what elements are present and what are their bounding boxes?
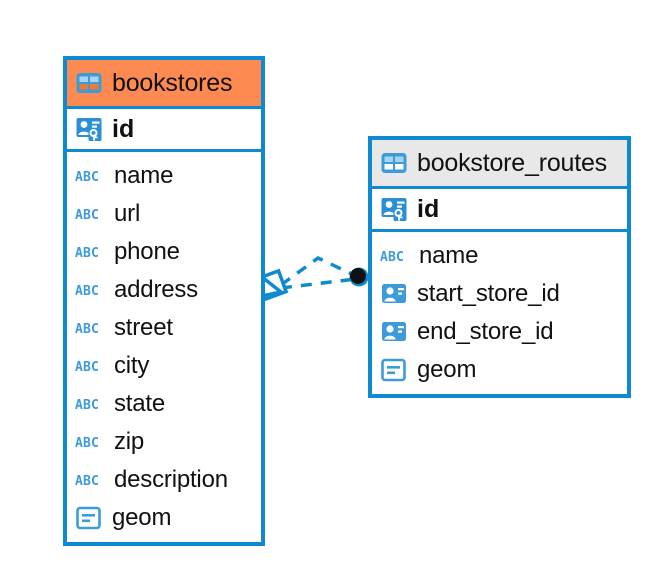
- field-row-city[interactable]: ABC city: [67, 347, 261, 385]
- field-row-geom[interactable]: geom: [67, 499, 261, 537]
- field-row-address[interactable]: ABC address: [67, 271, 261, 309]
- primary-key-label-bookstores: id: [112, 114, 135, 143]
- field-label: name: [419, 242, 479, 269]
- svg-text:ABC: ABC: [75, 284, 99, 299]
- field-row-street[interactable]: ABC street: [67, 309, 261, 347]
- svg-text:ABC: ABC: [75, 436, 99, 451]
- foreign-key-icon: [382, 284, 406, 303]
- primary-key-row-bookstores[interactable]: id: [67, 106, 261, 152]
- field-label: address: [114, 276, 198, 303]
- field-label: geom: [417, 356, 477, 383]
- field-label: state: [114, 390, 166, 417]
- entity-table-bookstores[interactable]: bookstores id ABC name: [63, 56, 265, 546]
- entity-header-bookstores[interactable]: bookstores: [67, 60, 261, 106]
- geometry-field-icon: [76, 506, 101, 530]
- table-icon: [381, 153, 407, 173]
- field-row-name[interactable]: ABC name: [372, 237, 627, 275]
- field-label: zip: [114, 428, 145, 455]
- entity-table-bookstore-routes[interactable]: bookstore_routes id ABC name: [368, 136, 631, 398]
- field-row-end-store-id[interactable]: end_store_id: [372, 313, 627, 351]
- text-field-icon: ABC: [75, 284, 99, 299]
- field-label: url: [114, 200, 141, 227]
- field-label: end_store_id: [417, 318, 554, 345]
- svg-text:ABC: ABC: [75, 398, 99, 413]
- text-field-icon: ABC: [75, 170, 99, 185]
- foreign-key-icon: [382, 322, 406, 341]
- field-row-geom[interactable]: geom: [372, 351, 627, 389]
- text-field-icon: ABC: [75, 246, 99, 261]
- text-field-icon: ABC: [75, 398, 99, 413]
- field-row-zip[interactable]: ABC zip: [67, 423, 261, 461]
- entity-title-bookstores: bookstores: [112, 68, 233, 97]
- field-row-state[interactable]: ABC state: [67, 385, 261, 423]
- svg-text:ABC: ABC: [75, 170, 99, 185]
- field-label: description: [114, 466, 228, 493]
- field-row-phone[interactable]: ABC phone: [67, 233, 261, 271]
- text-field-icon: ABC: [380, 250, 404, 265]
- table-icon: [76, 73, 102, 93]
- geometry-field-icon: [381, 358, 406, 382]
- field-row-name[interactable]: ABC name: [67, 157, 261, 195]
- primary-key-row-bookstore-routes[interactable]: id: [372, 186, 627, 232]
- field-row-url[interactable]: ABC url: [67, 195, 261, 233]
- text-field-icon: ABC: [75, 474, 99, 489]
- primary-key-label-bookstore-routes: id: [417, 194, 440, 223]
- field-label: geom: [112, 504, 172, 531]
- relationship-endpoint-circle-fill-icon: [350, 268, 366, 284]
- svg-text:ABC: ABC: [380, 250, 404, 265]
- relationship-line-upper: [279, 255, 357, 287]
- text-field-icon: ABC: [75, 208, 99, 223]
- field-label: city: [114, 352, 150, 379]
- primary-key-icon: [76, 118, 102, 141]
- field-list-bookstores: ABC name ABC url ABC phone ABC: [67, 152, 261, 541]
- svg-text:ABC: ABC: [75, 208, 99, 223]
- field-label: name: [114, 162, 174, 189]
- primary-key-icon: [381, 198, 407, 221]
- field-row-description[interactable]: ABC description: [67, 461, 261, 499]
- svg-text:ABC: ABC: [75, 474, 99, 489]
- svg-text:ABC: ABC: [75, 246, 99, 261]
- entity-title-bookstore-routes: bookstore_routes: [417, 148, 607, 177]
- field-label: start_store_id: [417, 280, 560, 307]
- relationship-line-lower: [280, 277, 357, 290]
- entity-header-bookstore-routes[interactable]: bookstore_routes: [372, 140, 627, 186]
- text-field-icon: ABC: [75, 436, 99, 451]
- text-field-icon: ABC: [75, 360, 99, 375]
- svg-text:ABC: ABC: [75, 360, 99, 375]
- field-label: street: [114, 314, 173, 341]
- svg-text:ABC: ABC: [75, 322, 99, 337]
- field-list-bookstore-routes: ABC name start_store_id: [372, 232, 627, 393]
- text-field-icon: ABC: [75, 322, 99, 337]
- field-row-start-store-id[interactable]: start_store_id: [372, 275, 627, 313]
- field-label: phone: [114, 238, 180, 265]
- relationship-endpoint-circle-icon: [349, 267, 369, 287]
